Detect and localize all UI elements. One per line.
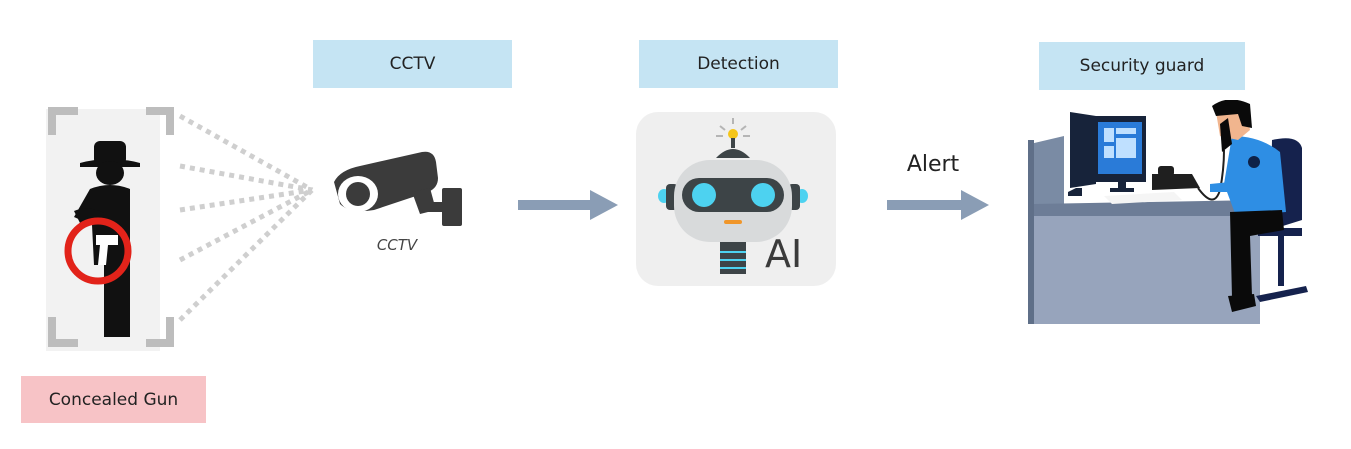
detection-label-text: Detection [697, 54, 780, 74]
security-guard-label-text: Security guard [1079, 56, 1205, 76]
right-arrow-icon [887, 190, 989, 220]
concealed-gun-label-text: Concealed Gun [48, 389, 179, 410]
concealed-gun-label: Concealed Gun [21, 376, 206, 423]
alert-text: Alert [906, 152, 960, 177]
ai-text: AI [765, 232, 803, 276]
cctv-label: CCTV [313, 40, 512, 88]
cctv-camera-icon [334, 151, 462, 226]
security-guard-label: Security guard [1039, 42, 1245, 90]
cctv-label-text: CCTV [389, 54, 436, 74]
person-with-hidden-gun-icon [46, 107, 174, 351]
camera-view-lines [178, 113, 314, 322]
security-guard-desk-icon [1028, 100, 1308, 324]
detection-label: Detection [639, 40, 838, 88]
cctv-caption: CCTV [376, 236, 418, 254]
right-arrow-icon [518, 190, 618, 220]
ai-robot-icon [636, 112, 836, 286]
